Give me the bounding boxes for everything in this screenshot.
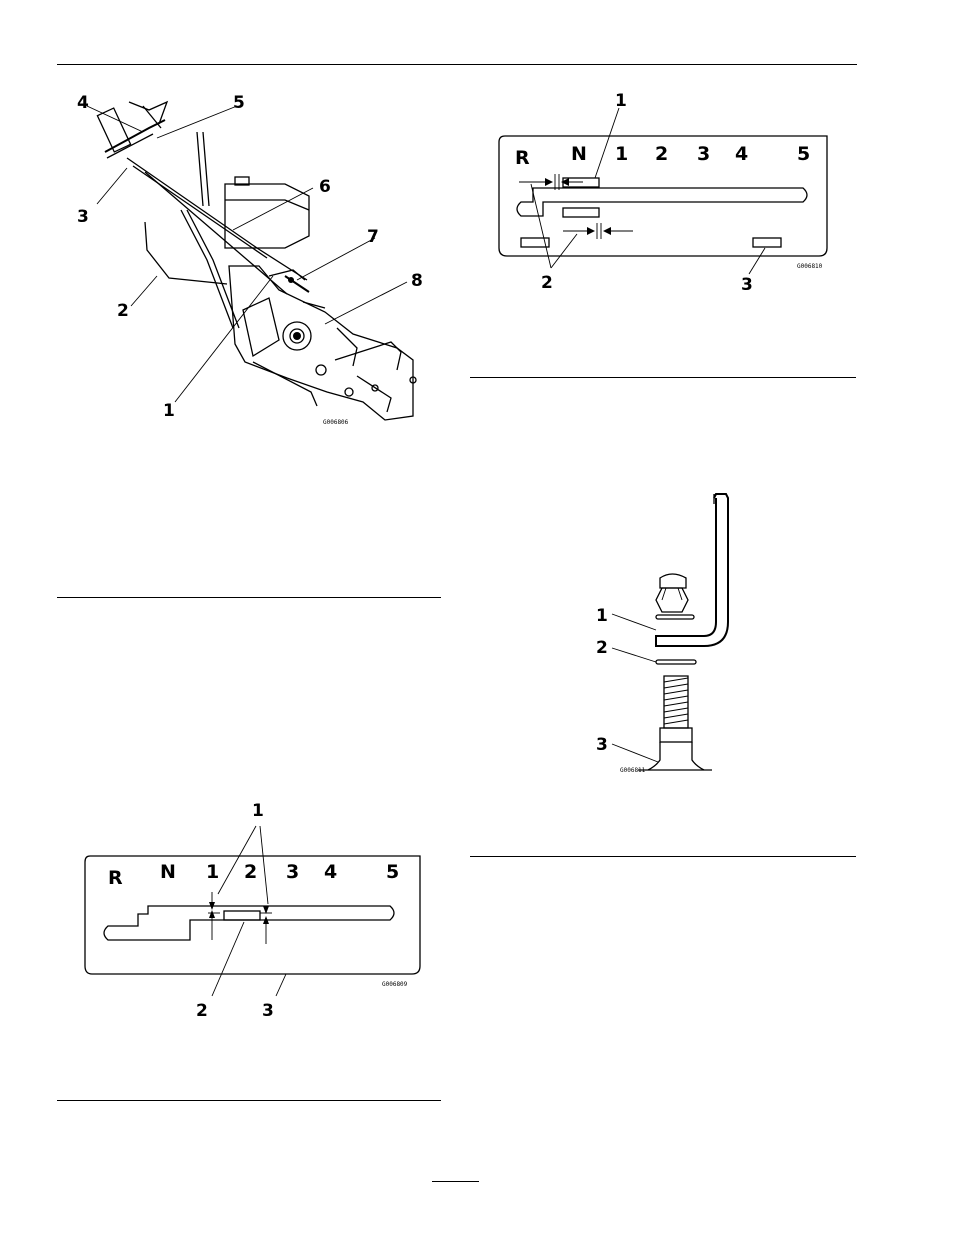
callout-8: 8	[411, 271, 423, 291]
callout-1: 1	[615, 91, 627, 111]
dimension-marks	[208, 892, 272, 944]
gear-label-2: 2	[244, 861, 257, 883]
gear-label-r: R	[108, 867, 123, 889]
callout-6: 6	[319, 177, 331, 197]
callout-7: 7	[367, 227, 379, 247]
gear-label-3: 3	[697, 143, 710, 165]
page-number-rule	[432, 1181, 479, 1182]
section-rule-right-2	[470, 856, 856, 857]
shift-lever-block	[224, 911, 260, 920]
gear-label-5: 5	[797, 143, 810, 165]
mower-drawing	[97, 102, 416, 420]
figure-shift-plate-2: R N 1 2 3 4 5 1 2 3 G006810	[495, 88, 835, 298]
gear-label-3: 3	[286, 861, 299, 883]
callout-3: 3	[77, 207, 89, 227]
gear-label-1: 1	[206, 861, 219, 883]
callout-1: 1	[596, 606, 608, 626]
leader-lines	[87, 106, 407, 402]
figure-shift-plate-1: R N 1 2 3 4 5 1 2 3 G006809	[80, 800, 420, 1025]
callout-2: 2	[196, 1001, 208, 1021]
figure-code: G006809	[382, 981, 408, 988]
gear-label-1: 1	[615, 143, 628, 165]
gear-label-n: N	[160, 861, 176, 883]
leader-lines	[612, 614, 658, 762]
gear-label-2: 2	[655, 143, 668, 165]
callout-2: 2	[541, 273, 553, 293]
gear-label-5: 5	[386, 861, 399, 883]
section-rule-right-1	[470, 377, 856, 378]
figure-code: G006811	[620, 767, 646, 774]
shift-lever-block-middle	[563, 208, 599, 217]
callout-4: 4	[77, 93, 89, 113]
figure-code: G006810	[797, 263, 823, 270]
leader-lines	[531, 108, 765, 274]
header-rule	[57, 64, 857, 65]
figure-bracket-stud: 1 2 3 G006811	[590, 490, 740, 780]
gear-label-n: N	[571, 143, 587, 165]
figure-code: G006806	[323, 419, 349, 426]
callout-1: 1	[252, 801, 264, 821]
section-rule-left-2	[57, 1100, 441, 1101]
callout-5: 5	[233, 93, 245, 113]
callout-1: 1	[163, 401, 175, 421]
gear-label-4: 4	[735, 143, 748, 165]
callout-3: 3	[741, 275, 753, 295]
small-block-right	[753, 238, 781, 247]
callout-2: 2	[117, 301, 129, 321]
shift-slot	[517, 188, 807, 216]
figure-shift-linkage: 4 5 3 6 7 2 8 1 G006806	[57, 80, 441, 440]
callout-3: 3	[262, 1001, 274, 1021]
callout-2: 2	[596, 638, 608, 658]
callout-3: 3	[596, 735, 608, 755]
bracket-drawing	[638, 494, 728, 770]
gear-label-4: 4	[324, 861, 337, 883]
section-rule-left-1	[57, 597, 441, 598]
gear-label-r: R	[515, 147, 530, 169]
